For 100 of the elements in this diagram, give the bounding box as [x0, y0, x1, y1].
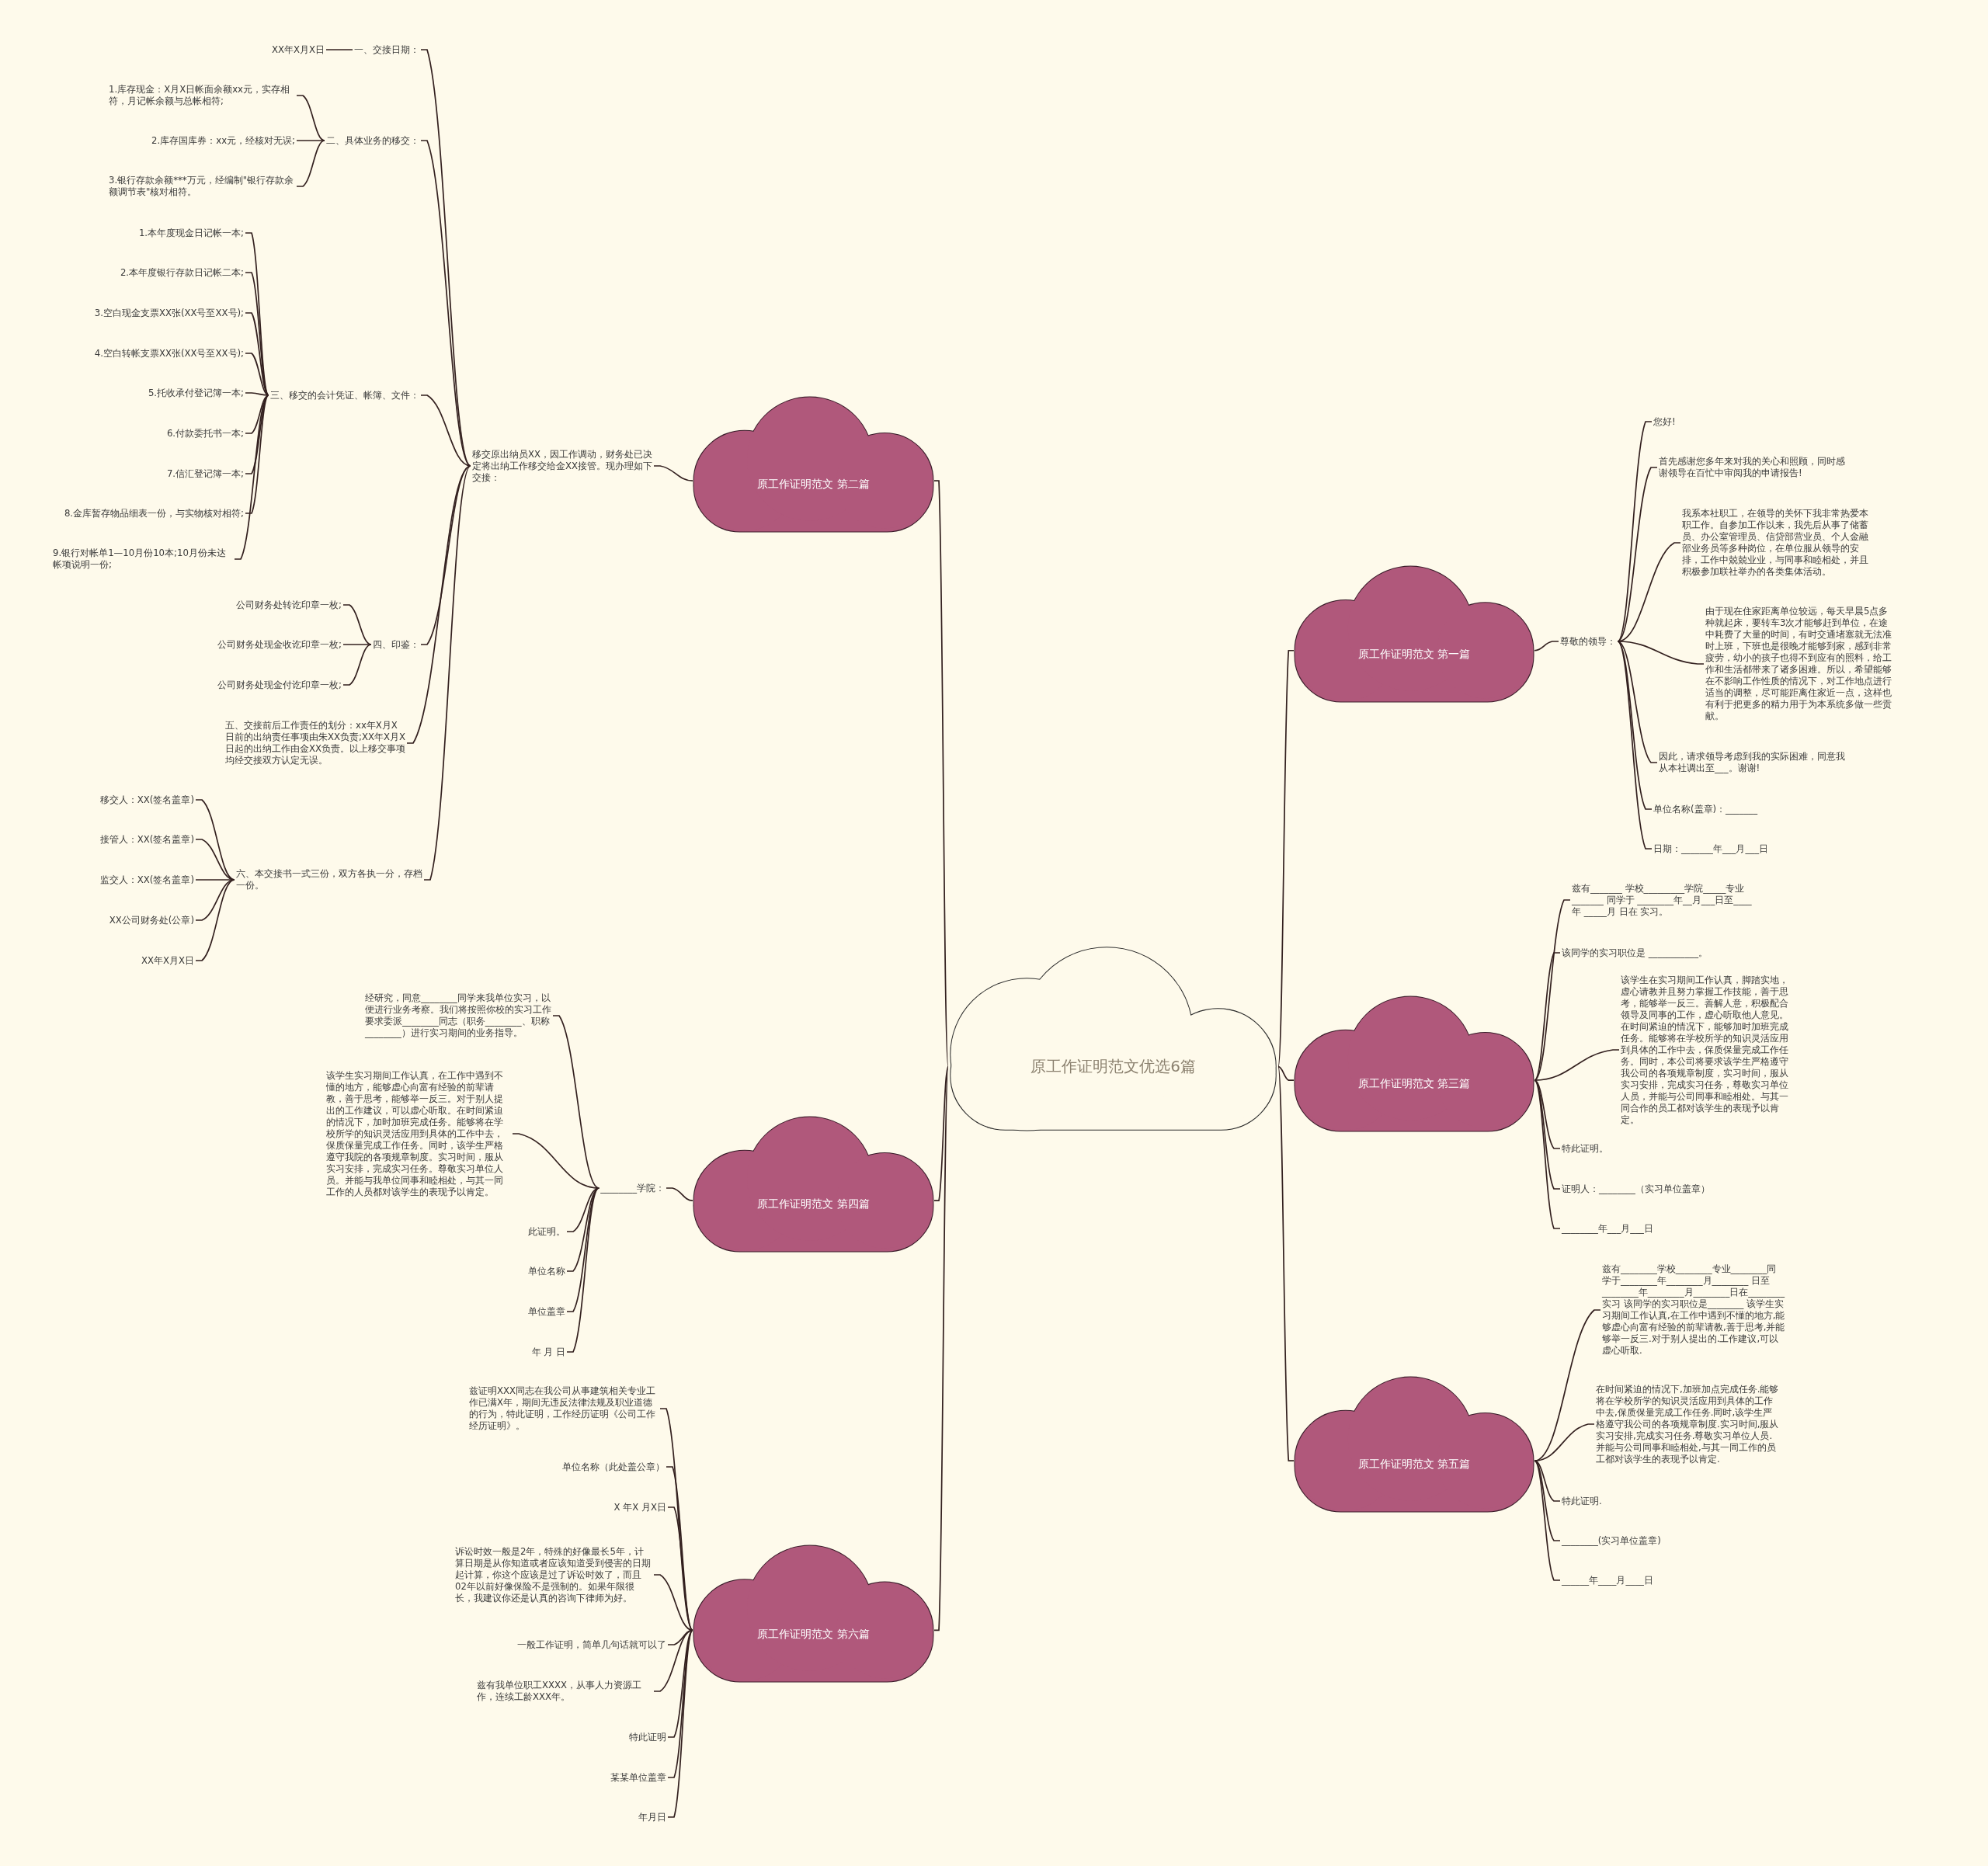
topic-text: 您好! — [1652, 415, 1677, 429]
connector-line — [420, 394, 471, 467]
topic-text: ________学院： — [599, 1181, 666, 1195]
topic-text: 尊敬的领导： — [1559, 634, 1618, 648]
topic-text: 单位名称 — [527, 1264, 567, 1278]
topic-text: 在时间紧迫的情况下,加班加点完成任务.能够将在学校所学的知识灵活应用到具体的工作中去,保质保量完成工作任务.同时,该学生严格遵守我公司的各项规章制度.实习时间,服从实习安排,完成实习任务.尊敬实习单位人员.并能与公司同事和睦相处,与其一同工作的员工都对该学生的表现予以肯定. — [1594, 1382, 1782, 1466]
topic-text: 首先感谢您多年来对我的关心和照顾，同时感谢领导在百忙中审阅我的申请报告! — [1657, 455, 1847, 480]
connector-line — [1534, 1049, 1620, 1081]
topic-text: 该学生在实习期间工作认真，脚踏实地，虚心请教并且努力掌握工作技能，善于思考，能够举一反三。善解人意，积极配合领导及同事的工作，虚心听取他人意见。在时间紧迫的情况下，能够加时加班完成任务。能够将在学校所学的知识灵活应用到具体的工作中去，保质保量完成工作任务。同时，本公司将要求该学生严格遵守我公司的各项规章制度，实习时间，服从实习安排，完成实习任务，尊敬实习单位人员，并能与公司同事和睦相处。与其一同合作的员工都对该学生的表现予以肯定。 — [1619, 973, 1795, 1127]
connector-line — [245, 272, 269, 396]
connector-line — [1534, 1079, 1561, 1149]
topic-text: 年月日 — [637, 1810, 668, 1824]
topic-text: 公司财务处转讫印章一枚; — [235, 598, 343, 612]
connector-line — [1534, 1460, 1561, 1502]
connector-line — [420, 49, 471, 467]
connector-line — [296, 95, 325, 141]
connector-line — [296, 140, 325, 141]
connector-line — [653, 465, 693, 481]
connector-line — [342, 644, 372, 645]
topic-text: 特此证明. — [1560, 1494, 1604, 1508]
connector-line — [667, 1629, 693, 1738]
topic-text: 兹有_______ 学校_________学院_____专业_______ 同学于 ________年__月___日至____年 _____月 日在 实习。 — [1570, 881, 1760, 919]
topic-text: 8.金库暂存物品细表一份，与实物核对相符; — [62, 506, 245, 520]
topic-text: XX年X月X日 — [139, 954, 196, 968]
connector-line — [195, 799, 235, 881]
topic-text: 移交原出纳员XX，因工作调动，财务处已决定将出纳工作移交给金XX接管。现办理如下交接： — [471, 447, 654, 485]
topic-text: 2.库存国库券：xx元，经核对无误; — [150, 134, 297, 148]
topic-text: 9.银行对帐单1—10月份10本;10月份未达帐项说明一份; — [51, 547, 235, 572]
topic-text: 公司财务处现金收讫印章一枚; — [216, 638, 343, 652]
topic-text: 5.托收承付登记簿一本; — [146, 386, 245, 400]
topic-text: 三、移交的会计凭证、帐簿、文件： — [269, 388, 421, 402]
topic-text: 特此证明 — [627, 1730, 668, 1744]
topic-text: 1.库存现金：X月X日帐面余额xx元，实存相符，月记帐余额与总帐相符; — [107, 83, 297, 108]
connector-line — [195, 879, 235, 921]
topic-text: 3.空白现金支票XX张(XX号至XX号); — [92, 306, 245, 320]
connector-line — [1277, 649, 1295, 1068]
topic-text: XX公司财务处(公章) — [107, 913, 196, 927]
topic-text: 由于现在住家距离单位较远，每天早晨5点多种就起床，要转车3次才能够赶到单位，在途中耗费了大量的时间，有时交通堵塞就无法准时上班，下班也是很晚才能够到家，感到非常疲劳，幼小的孩子也得不到应有的照料，给工作和生活都带来了诸多困难。所以，希望能够在不影响工作性质的情况下，对工作地点进行适当的调整，尽可能距离住家近一点，这样也有利于把更多的精力用于为本系统多做一些贡献。 — [1704, 605, 1893, 723]
topic-text: 单位盖章 — [527, 1305, 567, 1319]
topic-text: 经研究，同意________同学来我单位实习，以便进行业务考察。我们将按照你校的实习工作要求委派________同志（职务________、职称________）进行实习期间的业务指导。 — [363, 992, 553, 1040]
topic-text: 4.空白转帐支票XX张(XX号至XX号); — [92, 346, 245, 360]
topic-text: 四、印鉴： — [371, 638, 421, 652]
topic-text: 兹证明XXX同志在我公司从事建筑相关专业工作已满X年，期间无违反法律法规及职业道德的行为，特此证明，工作经历证明《公司工作经历证明》。 — [467, 1385, 660, 1433]
connector-line — [666, 1187, 693, 1201]
topic-text: 接管人：XX(签名盖章) — [98, 832, 196, 846]
topic-text: 公司财务处现金付讫印章一枚; — [216, 678, 343, 692]
connector-line — [423, 465, 471, 881]
connector-line — [667, 1629, 693, 1778]
topic-text: 一、交接日期： — [353, 43, 421, 57]
topic-text: XX年X月X日 — [269, 43, 326, 57]
topic-text: 因此，请求领导考虑到我的实际困难，同意我从本社调出至___。谢谢! — [1657, 750, 1847, 775]
connector-line — [342, 644, 372, 686]
topic-text: ________(实习单位盖章) — [1560, 1534, 1663, 1548]
topic-text: 六、本交接书一式三份，双方各执一分，存档一份。 — [235, 867, 424, 892]
connector-line — [1534, 1423, 1595, 1461]
topic-text: 兹有我单位职工XXXX，从事人力资源工作，连续工龄XXX年。 — [475, 1679, 654, 1704]
connector-line — [420, 140, 471, 467]
connector-line — [296, 140, 325, 187]
connector-line — [245, 392, 269, 396]
topic-text: 某某单位盖章 — [609, 1770, 668, 1784]
topic-text: 监交人：XX(签名盖章) — [98, 873, 196, 887]
topic-text: 移交人：XX(签名盖章) — [98, 793, 196, 807]
topic-text: 一般工作证明，简单几句话就可以了 — [516, 1638, 668, 1652]
connector-line — [420, 465, 471, 645]
connector-line — [195, 879, 235, 961]
topic-text: 3.银行存款余额***万元，经编制"银行存款余额调节表"核对相符。 — [107, 174, 297, 199]
topic-text: 五、交接前后工作责任的划分：xx年X月X日前的出纳责任事项由朱XX负责;XX年X月X日起的出纳工作由金XX负责。以上移交事项均经交接双方认定无误。 — [224, 719, 407, 767]
connector-line — [1534, 1460, 1561, 1581]
connector-line — [667, 1629, 693, 1818]
topic-text: 2.本年度银行存款日记帐二本; — [118, 266, 245, 280]
connector-line — [1534, 952, 1561, 1081]
connector-line — [342, 604, 372, 645]
topic-text: 日期：_______年___月___日 — [1652, 842, 1770, 856]
connector-line — [1534, 1079, 1561, 1229]
connector-line — [245, 312, 269, 396]
topic-text: 该同学的实习职位是 ___________。 — [1560, 946, 1709, 960]
connector-line — [653, 1629, 693, 1692]
connector-line — [1534, 1079, 1561, 1190]
topic-text: 二、具体业务的移交： — [325, 134, 421, 148]
connector-line — [245, 394, 269, 434]
topic-text: 我系本社职工，在领导的关怀下我非常热爱本职工作。自参加工作以来，我先后从事了储蓄员、办公室管理员、信贷部营业员、个人金融部业务员等多种岗位，在单位服从领导的安排，工作中兢兢业业，与同事和睦相处，并且积极参加联社举办的各类集体活动。 — [1680, 507, 1870, 579]
topic-text: 年 月 日 — [530, 1345, 567, 1359]
topic-text: 此证明。 — [527, 1225, 567, 1239]
topic-text: 6.付款委托书一本; — [165, 426, 245, 440]
connector-line — [653, 1574, 693, 1631]
topic-text: ________年___月___日 — [1560, 1221, 1655, 1235]
topic-text: 7.信汇登记簿一本; — [165, 467, 245, 481]
topic-text: 特此证明。 — [1560, 1141, 1610, 1155]
connector-line — [933, 480, 949, 1068]
connector-line — [566, 1187, 600, 1353]
topic-text: X 年X 月X日 — [612, 1500, 668, 1514]
connector-line — [406, 465, 471, 744]
topic-text: 该学生实习期间工作认真，在工作中遇到不懂的地方，能够虚心向富有经验的前辈请教，善于思考，能够举一反三。对于别人提出的工作建议，可以虚心听取。在时间紧迫的情况下，加时加班完成任务。能够将在学校所学的知识灵活应用到具体的工作中去，保质保量完成工作任务。同时，该学生严格遵守我院的各项规章制度。实习时间，服从实习安排，完成实习任务。尊敬实习单位人员。并能与我单位同事和睦相处，与其一同工作的人员都对该学生的表现予以肯定。 — [325, 1069, 513, 1199]
connector-line — [245, 353, 269, 396]
connector-line — [1534, 641, 1559, 652]
topic-text: 单位名称(盖章)：_______ — [1652, 802, 1760, 816]
connector-line — [933, 1065, 949, 1201]
connector-line — [566, 1187, 600, 1232]
connector-line — [1617, 641, 1658, 763]
connector-line — [1277, 1065, 1295, 1081]
